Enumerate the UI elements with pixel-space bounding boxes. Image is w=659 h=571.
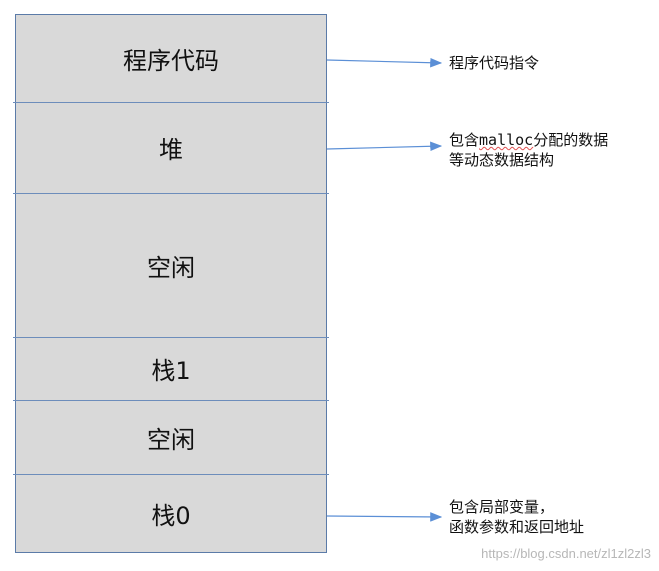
segment-heap: 堆	[16, 102, 326, 193]
note-stack0-line1: 包含局部变量，	[449, 498, 555, 516]
arrow-code-note	[326, 57, 443, 68]
segment-stack-1: 栈1	[16, 337, 326, 400]
segment-label: 堆	[159, 136, 183, 164]
note-heap-prefix: 包含	[449, 131, 480, 149]
note-heap: 包含malloc分配的数据 等动态数据结构	[449, 130, 608, 170]
watermark-url: https://blog.csdn.net/zl1zl2zl3	[481, 546, 651, 561]
segment-divider	[13, 102, 329, 103]
note-heap-line2: 等动态数据结构	[449, 151, 555, 169]
segment-label: 栈0	[151, 501, 191, 530]
note-heap-suffix: 分配的数据	[533, 131, 609, 149]
segment-label: 栈1	[151, 357, 191, 385]
arrow-heap-note	[326, 141, 443, 152]
segment-divider	[13, 400, 329, 401]
segment-divider	[13, 474, 329, 475]
memory-layout-diagram: 程序代码 堆 空闲 栈1 空闲 栈0	[13, 14, 329, 553]
segment-label: 空闲	[147, 425, 195, 454]
segment-free-lower: 空闲	[16, 400, 326, 474]
note-heap-malloc: malloc	[479, 131, 534, 149]
segment-label: 程序代码	[123, 47, 219, 75]
segment-program-code: 程序代码	[16, 15, 326, 102]
note-stack0: 包含局部变量， 函数参数和返回地址	[449, 497, 584, 537]
segment-stack-0: 栈0	[16, 474, 326, 552]
segment-label: 空闲	[147, 253, 195, 282]
segment-divider	[13, 193, 329, 194]
segment-free-upper: 空闲	[16, 193, 326, 337]
note-code-text: 程序代码指令	[449, 54, 540, 72]
note-heap-line1: 包含malloc分配的数据	[449, 130, 608, 150]
arrow-stack0-note	[326, 512, 443, 522]
note-stack0-line2: 函数参数和返回地址	[449, 518, 585, 536]
segment-divider	[13, 337, 329, 338]
note-code: 程序代码指令	[449, 53, 539, 73]
